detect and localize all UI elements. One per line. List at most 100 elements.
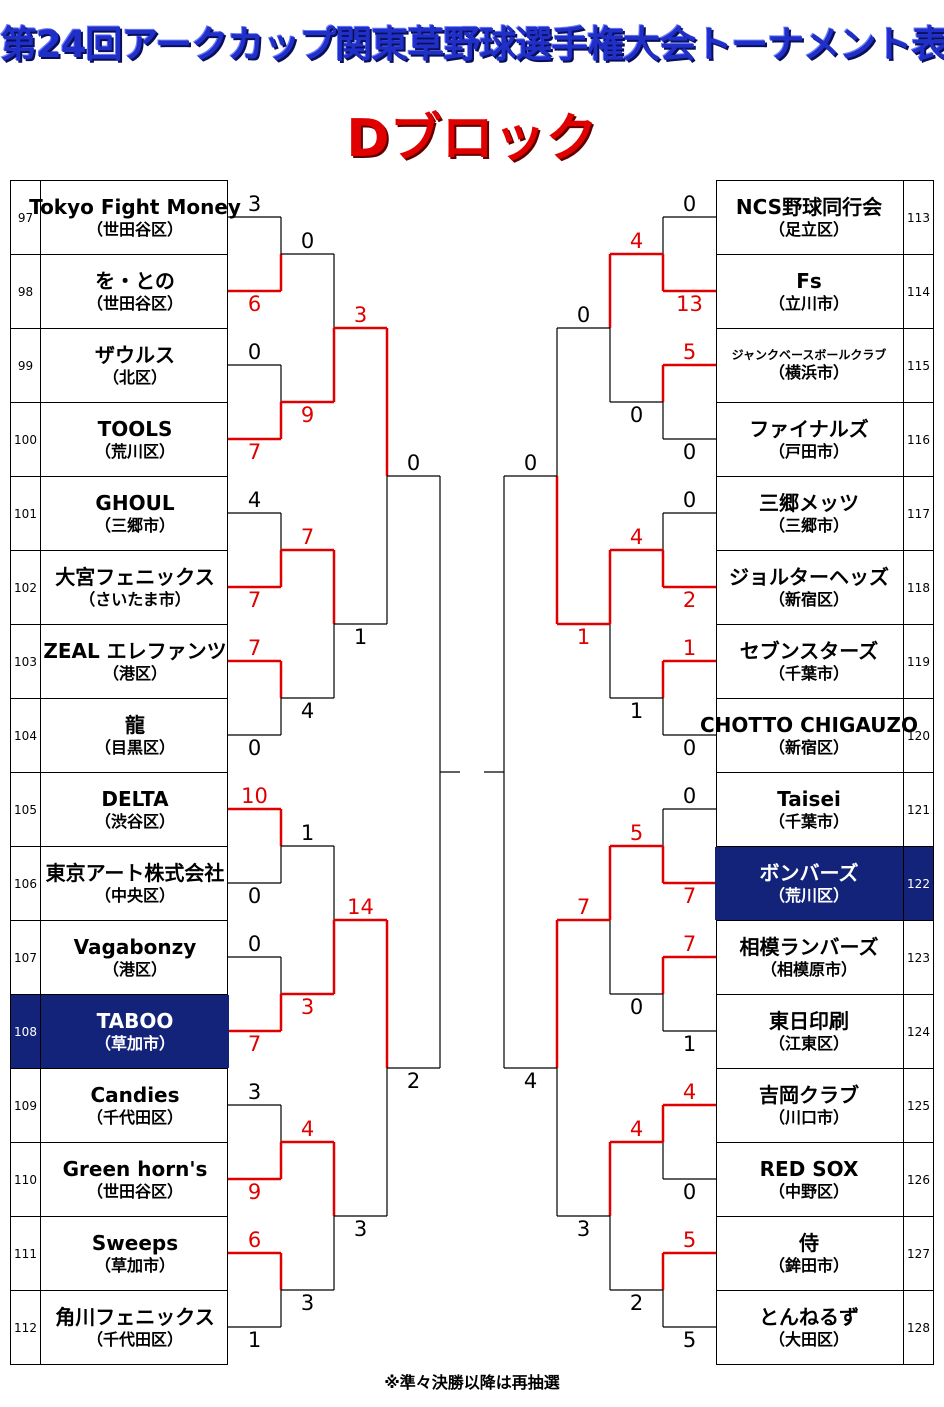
team-area: （荒川区）: [768, 886, 849, 905]
right-r2-m3-bottom-score: 0: [629, 995, 644, 1019]
team-number: 103: [11, 625, 41, 698]
left-r1-m1-bottom-score: 6: [247, 292, 262, 316]
left-r1-m4-top-score: 7: [247, 636, 262, 660]
team-name: TABOO: [96, 1009, 174, 1033]
team-namebox: NCS野球同行会（足立区）: [715, 181, 903, 254]
team-number: 97: [11, 181, 41, 254]
left-r1-m7-top-score: 3: [247, 1080, 262, 1104]
team-name: CHOTTO CHIGAUZO: [700, 713, 919, 737]
right-r3-m1-bottom-score: 1: [576, 625, 591, 649]
team-area: （千葉市）: [768, 664, 849, 683]
block-title: Dブロック: [346, 109, 598, 169]
team-name: ジョルターヘッズ: [729, 565, 889, 589]
right-r3-m2-top-score: 7: [576, 895, 591, 919]
left-r3-m2-top-score: 14: [347, 895, 374, 919]
team-name: GHOUL: [95, 491, 175, 515]
team-number: 107: [11, 921, 41, 994]
team-name: Fs: [796, 269, 822, 293]
team-namebox: Tokyo Fight Money（世田谷区）: [29, 181, 241, 254]
team-number: 110: [11, 1143, 41, 1216]
team-area: （中央区）: [94, 886, 175, 905]
team-number: 116: [903, 403, 933, 476]
right-r1-m3-top-score: 0: [682, 488, 697, 512]
team-name: 吉岡クラブ: [759, 1083, 859, 1107]
team-name: 龍: [125, 713, 145, 737]
team-name: 角川フェニックス: [55, 1305, 215, 1329]
team-area: （千葉市）: [768, 812, 849, 831]
team-area: （三郷市）: [768, 516, 849, 535]
team-namebox: 大宮フェニックス（さいたま市）: [41, 551, 229, 624]
team-namebox: 龍（目黒区）: [41, 699, 229, 772]
left-r1-m8-top-score: 6: [247, 1228, 262, 1252]
team-area: （草加市）: [94, 1256, 175, 1275]
left-r1-m6-bottom-score: 7: [247, 1032, 262, 1056]
team-area: （横浜市）: [768, 363, 849, 382]
team-namebox: Taisei（千葉市）: [715, 773, 903, 846]
team-area: （立川市）: [768, 294, 849, 313]
team-area: （港区）: [102, 960, 167, 979]
team-number: 119: [903, 625, 933, 698]
right-r1-m4-bottom-score: 0: [682, 736, 697, 760]
team-namebox: TOOLS（荒川区）: [41, 403, 229, 476]
team-number: 121: [903, 773, 933, 846]
team-name: 東京アート株式会社: [45, 861, 225, 885]
team-namebox: を・との（世田谷区）: [41, 255, 229, 328]
team-area: （世田谷区）: [86, 294, 183, 313]
team-name: ボンバーズ: [759, 861, 859, 885]
team-namebox: 吉岡クラブ（川口市）: [715, 1069, 903, 1142]
team-namebox: GHOUL（三郷市）: [41, 477, 229, 550]
team-name: ジャンクベースボールクラブ: [731, 348, 887, 362]
team-name: 相模ランバーズ: [739, 935, 879, 959]
team-name: Vagabonzy: [73, 935, 197, 959]
team-name: Taisei: [777, 787, 841, 811]
team-namebox: 侍（鉾田市）: [715, 1217, 903, 1290]
left-r1-m8-bottom-score: 1: [247, 1328, 262, 1352]
left-r2-m4-top-score: 4: [300, 1117, 315, 1141]
team-number: 99: [11, 329, 41, 402]
team-namebox: CHOTTO CHIGAUZO（新宿区）: [700, 699, 918, 772]
team-number: 128: [903, 1291, 933, 1364]
left-r2-m3-top-score: 1: [300, 821, 315, 845]
footnote: ※準々決勝以降は再抽選: [384, 1373, 560, 1392]
left-r3-m1-bottom-score: 1: [353, 625, 368, 649]
team-area: （三郷市）: [94, 516, 175, 535]
team-number: 127: [903, 1217, 933, 1290]
team-number: 104: [11, 699, 41, 772]
team-area: （渋谷区）: [94, 812, 175, 831]
left-r1-m2-bottom-score: 7: [247, 440, 262, 464]
right-r1-m8-top-score: 5: [682, 1228, 697, 1252]
left-r2-m3-bottom-score: 3: [300, 995, 315, 1019]
team-number: 102: [11, 551, 41, 624]
right-r1-m7-top-score: 4: [682, 1080, 697, 1104]
team-name: ZEAL エレファンツ: [43, 639, 227, 663]
right-r2-m3-top-score: 5: [629, 821, 644, 845]
team-namebox: 東日印刷（江東区）: [715, 995, 903, 1068]
team-namebox: Vagabonzy（港区）: [41, 921, 229, 994]
team-area: （新宿区）: [768, 590, 849, 609]
team-number: 117: [903, 477, 933, 550]
team-number: 124: [903, 995, 933, 1068]
right-r1-m3-bottom-score: 2: [682, 588, 697, 612]
team-number: 123: [903, 921, 933, 994]
team-namebox: 三郷メッツ（三郷市）: [715, 477, 903, 550]
team-area: （世田谷区）: [86, 220, 183, 239]
team-name: TOOLS: [97, 417, 173, 441]
team-area: （荒川区）: [94, 442, 175, 461]
team-name: セブンスターズ: [739, 639, 879, 663]
team-number: 112: [11, 1291, 41, 1364]
right-r2-m4-bottom-score: 2: [629, 1291, 644, 1315]
team-number: 125: [903, 1069, 933, 1142]
right-r1-m8-bottom-score: 5: [682, 1328, 697, 1352]
left-r2-m1-top-score: 0: [300, 229, 315, 253]
team-namebox: ファイナルズ（戸田市）: [715, 403, 903, 476]
